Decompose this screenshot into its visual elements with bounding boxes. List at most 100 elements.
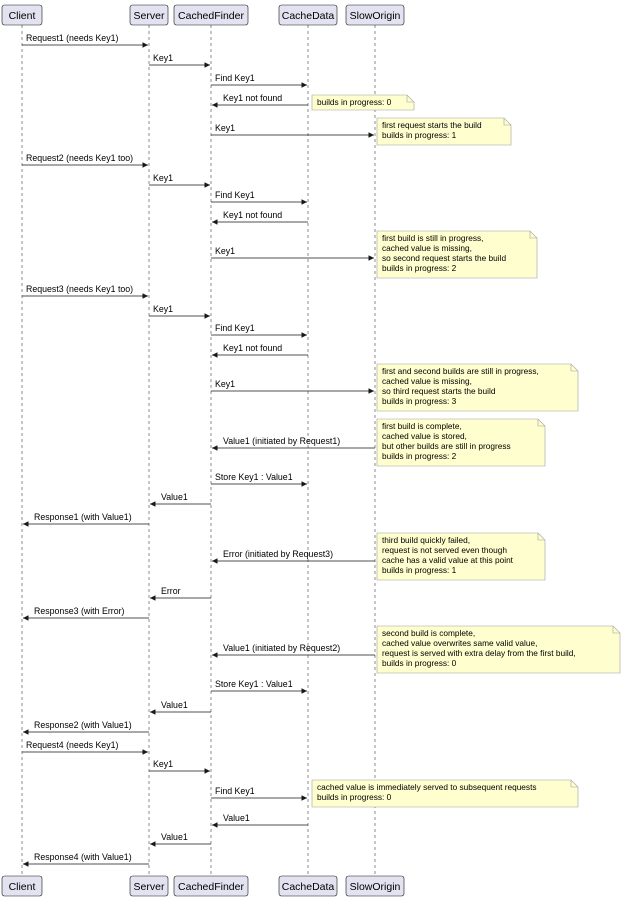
message-label: Store Key1 : Value1 bbox=[215, 679, 293, 689]
note-line: third build quickly failed, bbox=[382, 535, 470, 545]
message-label: Key1 not found bbox=[223, 93, 282, 103]
message-23: Value1 (initiated by Request2) bbox=[212, 643, 375, 658]
message-label: Error (initiated by Request3) bbox=[223, 549, 333, 559]
message-31: Value1 bbox=[150, 832, 211, 847]
message-label: Request3 (needs Key1 too) bbox=[26, 284, 133, 294]
participant-client-top: Client bbox=[1, 4, 43, 26]
message-26: Response2 (with Value1) bbox=[23, 720, 149, 735]
message-32: Response4 (with Value1) bbox=[23, 852, 149, 867]
message-label: Request4 (needs Key1) bbox=[26, 740, 118, 750]
message-17: Store Key1 : Value1 bbox=[211, 472, 307, 487]
note-line: builds in progress: 2 bbox=[382, 451, 457, 461]
message-14: Key1 not found bbox=[212, 343, 308, 358]
message-28: Key1 bbox=[149, 759, 210, 774]
note-line: so third request starts the build bbox=[382, 386, 496, 396]
participant-client-bottom: Client bbox=[1, 875, 43, 897]
participant-label: SlowOrigin bbox=[350, 881, 401, 893]
message-label: Find Key1 bbox=[215, 73, 255, 83]
note-line: builds in progress: 2 bbox=[382, 263, 457, 273]
message-label: Value1 bbox=[161, 700, 188, 710]
message-16: Value1 (initiated by Request1) bbox=[212, 436, 375, 451]
note: first build is complete,cached value is … bbox=[376, 418, 546, 467]
message-label: Response2 (with Value1) bbox=[34, 720, 132, 730]
message-2: Key1 bbox=[149, 53, 210, 68]
note-line: so second request starts the build bbox=[382, 253, 506, 263]
participant-label: SlowOrigin bbox=[350, 10, 401, 22]
message-label: Store Key1 : Value1 bbox=[215, 472, 293, 482]
message-label: Error bbox=[161, 586, 181, 596]
message-3: Find Key1 bbox=[211, 73, 307, 88]
note-line: cached value is missing, bbox=[382, 376, 472, 386]
message-18: Value1 bbox=[150, 492, 211, 507]
message-22: Response3 (with Error) bbox=[23, 606, 149, 621]
note-line: builds in progress: 3 bbox=[382, 396, 457, 406]
message-19: Response1 (with Value1) bbox=[23, 512, 149, 527]
note-line: request is served with extra delay from … bbox=[382, 648, 576, 658]
message-label: Key1 not found bbox=[223, 343, 282, 353]
participant-label: Server bbox=[134, 10, 165, 22]
note-line: first request starts the build bbox=[382, 120, 482, 130]
message-label: Find Key1 bbox=[215, 190, 255, 200]
message-label: Key1 not found bbox=[223, 210, 282, 220]
note: cached value is immediately served to su… bbox=[311, 779, 579, 808]
note-line: builds in progress: 0 bbox=[382, 658, 457, 668]
message-label: Value1 (initiated by Request1) bbox=[223, 436, 340, 446]
message-label: Key1 bbox=[153, 173, 173, 183]
message-label: Find Key1 bbox=[215, 786, 255, 796]
participant-sloworigin-bottom: SlowOrigin bbox=[345, 875, 405, 897]
message-label: Key1 bbox=[215, 123, 235, 133]
message-label: Response3 (with Error) bbox=[34, 606, 125, 616]
note: first and second builds are still in pro… bbox=[376, 363, 579, 412]
message-4: Key1 not found bbox=[212, 93, 308, 108]
message-24: Store Key1 : Value1 bbox=[211, 679, 307, 694]
participant-label: Client bbox=[9, 881, 36, 893]
message-29: Find Key1 bbox=[211, 786, 307, 801]
message-25: Value1 bbox=[150, 700, 211, 715]
message-label: Response1 (with Value1) bbox=[34, 512, 132, 522]
message-27: Request4 (needs Key1) bbox=[22, 740, 148, 755]
participant-label: CacheData bbox=[282, 10, 335, 22]
participant-cachedata-bottom: CacheData bbox=[278, 875, 338, 897]
note: second build is complete,cached value ov… bbox=[376, 625, 621, 674]
note-line: builds in progress: 1 bbox=[382, 565, 457, 575]
note: first build is still in progress,cached … bbox=[376, 230, 538, 279]
note-line: but other builds are still in progress bbox=[382, 441, 511, 451]
message-8: Find Key1 bbox=[211, 190, 307, 205]
note-line: first and second builds are still in pro… bbox=[382, 366, 539, 376]
message-9: Key1 not found bbox=[212, 210, 308, 225]
message-30: Value1 bbox=[212, 813, 308, 828]
participant-cachedfinder-top: CachedFinder bbox=[173, 4, 249, 26]
message-5: Key1 bbox=[211, 123, 374, 138]
note-line: builds in progress: 0 bbox=[317, 792, 392, 802]
note-line: cached value is stored, bbox=[382, 431, 467, 441]
message-7: Key1 bbox=[149, 173, 210, 188]
note-line: cached value is missing, bbox=[382, 243, 472, 253]
participant-label: Server bbox=[134, 881, 165, 893]
message-15: Key1 bbox=[211, 379, 374, 394]
message-label: Value1 bbox=[161, 832, 188, 842]
note-line: cached value overwrites same valid value… bbox=[382, 638, 537, 648]
note-line: cached value is immediately served to su… bbox=[317, 782, 537, 792]
participant-sloworigin-top: SlowOrigin bbox=[345, 4, 405, 26]
participant-label: CacheData bbox=[282, 881, 335, 893]
message-label: Value1 bbox=[161, 492, 188, 502]
message-label: Request1 (needs Key1) bbox=[26, 33, 118, 43]
message-20: Error (initiated by Request3) bbox=[212, 549, 375, 564]
message-6: Request2 (needs Key1 too) bbox=[22, 153, 148, 168]
message-label: Response4 (with Value1) bbox=[34, 852, 132, 862]
participant-server-bottom: Server bbox=[129, 875, 169, 897]
note: third build quickly failed,request is no… bbox=[376, 532, 546, 581]
participant-server-top: Server bbox=[129, 4, 169, 26]
message-11: Request3 (needs Key1 too) bbox=[22, 284, 148, 299]
participant-label: Client bbox=[9, 10, 36, 22]
message-1: Request1 (needs Key1) bbox=[22, 33, 148, 48]
message-label: Key1 bbox=[153, 304, 173, 314]
note-line: cache has a valid value at this point bbox=[382, 555, 514, 565]
message-label: Request2 (needs Key1 too) bbox=[26, 153, 133, 163]
note-line: second build is complete, bbox=[382, 628, 475, 638]
note-line: request is not served even though bbox=[382, 545, 507, 555]
note-line: first build is complete, bbox=[382, 421, 462, 431]
message-12: Key1 bbox=[149, 304, 210, 319]
note-line: builds in progress: 1 bbox=[382, 130, 457, 140]
